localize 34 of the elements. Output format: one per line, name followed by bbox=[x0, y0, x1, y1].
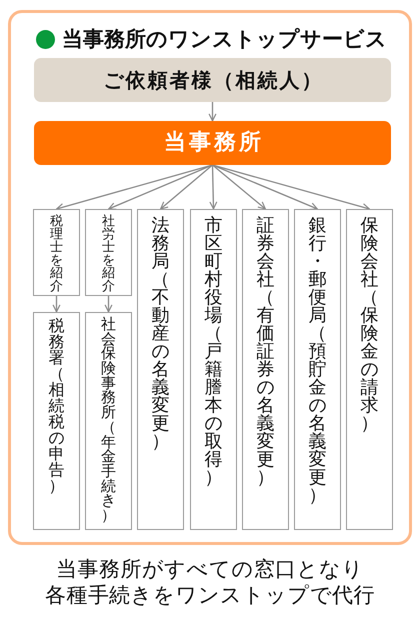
referral-label: 社労士を紹介 bbox=[102, 215, 115, 293]
arrow bbox=[212, 164, 370, 211]
agency-box bbox=[85, 312, 132, 530]
referral-box bbox=[85, 209, 132, 296]
agency-label: 社会保険事務所（年金手続き） bbox=[101, 317, 116, 523]
agency-label: 保険会社（保険金の請求） bbox=[360, 217, 378, 433]
arrow bbox=[208, 102, 216, 122]
arrow bbox=[52, 296, 60, 312]
arrow bbox=[108, 164, 213, 210]
agency-box bbox=[137, 209, 184, 530]
client-label: ご依頼者様（相続人） bbox=[102, 68, 324, 92]
office-label: 当事務所 bbox=[163, 130, 264, 156]
agency-box bbox=[33, 312, 80, 530]
agency-label: 法務局（不動産の名義変更） bbox=[152, 217, 170, 451]
agency-box bbox=[190, 209, 237, 530]
agency-box bbox=[346, 209, 393, 530]
client-box bbox=[34, 58, 391, 102]
agency-label: 銀行・郵便局（預貯金の名義変更） bbox=[308, 217, 326, 505]
agency-box bbox=[294, 209, 341, 530]
diagram-title: 当事務所のワンストップサービス bbox=[62, 26, 387, 53]
arrow bbox=[209, 164, 218, 210]
arrow bbox=[212, 164, 266, 210]
arrow bbox=[56, 164, 213, 211]
arrow bbox=[160, 164, 213, 210]
office-box bbox=[34, 121, 391, 165]
arrow bbox=[104, 296, 112, 312]
agency-label: 税務署（相続税の申告） bbox=[48, 318, 64, 494]
agency-label: 市区町村役場（戸籍謄本の取得） bbox=[204, 217, 222, 487]
agency-box bbox=[242, 209, 289, 530]
arrow bbox=[212, 164, 318, 210]
agency-label: 証券会社（有価証券の名義変更） bbox=[256, 217, 274, 487]
referral-box bbox=[33, 209, 80, 296]
referral-label: 税理士を紹介 bbox=[50, 215, 63, 293]
caption: 当事務所がすべての窓口となり各種手続きをワンストップで代行 bbox=[45, 556, 375, 608]
